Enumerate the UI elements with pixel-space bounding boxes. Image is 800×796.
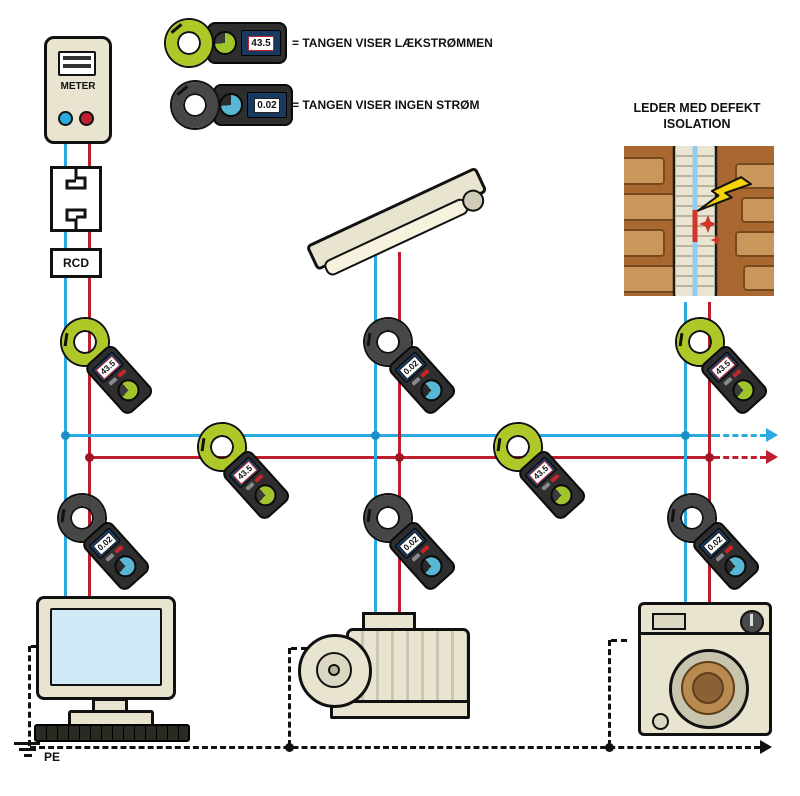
earth-ground-icon bbox=[24, 754, 32, 757]
washer-control-panel bbox=[641, 605, 769, 635]
wire-neutral-left-riser bbox=[64, 278, 67, 604]
clamp-dial-icon bbox=[213, 31, 237, 55]
meter-neutral-terminal bbox=[58, 111, 73, 126]
washer-detergent-drawer bbox=[652, 613, 686, 630]
pe-riser-motor bbox=[288, 648, 291, 746]
rcd-device: RCD bbox=[50, 248, 102, 278]
earth-ground-icon bbox=[19, 748, 36, 751]
motor-shaft-hub bbox=[328, 664, 340, 676]
defect-insulation-title: LEDER MED DEFEKT ISOLATION bbox=[633, 101, 761, 132]
clamp-jaw-icon bbox=[172, 82, 218, 128]
meter-label: METER bbox=[60, 81, 96, 92]
junction-dot bbox=[395, 453, 404, 462]
pe-stub bbox=[611, 639, 627, 642]
legend-label-leak-current: = TANGEN VISER LÆKSTRØMMEN bbox=[292, 36, 493, 50]
clamp-display: 43.5 bbox=[91, 351, 125, 384]
neutral-arrow-icon bbox=[766, 428, 778, 442]
clamp-reading: 43.5 bbox=[248, 35, 274, 51]
pe-stub bbox=[291, 647, 307, 650]
washer-filter-cap bbox=[652, 713, 669, 730]
clamp-jaw-icon bbox=[166, 20, 212, 66]
wire-neutral-bus bbox=[64, 434, 714, 437]
clamp-bus-right-section: 43.5 bbox=[485, 414, 592, 525]
wire-neutral-continuation bbox=[714, 434, 766, 437]
clamp-bus-left-section: 43.5 bbox=[189, 414, 296, 525]
meter-live-terminal bbox=[79, 111, 94, 126]
junction-dot bbox=[705, 453, 714, 462]
clamp-display: 0.02 bbox=[88, 527, 122, 560]
earth-ground-icon bbox=[14, 742, 40, 745]
washer-knob bbox=[740, 610, 764, 634]
wire-live-fuse-rcd bbox=[88, 230, 91, 250]
washer-door bbox=[669, 649, 749, 729]
washing-machine bbox=[638, 602, 772, 736]
fuse-breaker-symbol bbox=[50, 166, 102, 232]
spark-icon bbox=[710, 234, 722, 246]
wire-live-left-riser bbox=[88, 278, 91, 604]
clamp-display: 43.5 bbox=[241, 30, 281, 56]
junction-dot bbox=[681, 431, 690, 440]
clamp-display: 43.5 bbox=[706, 351, 740, 384]
motor-end-face bbox=[298, 634, 372, 708]
legend-clamp-no-current: 0.02 bbox=[172, 82, 293, 128]
junction-dot bbox=[85, 453, 94, 462]
wire-live-meter-fuse bbox=[88, 138, 91, 168]
pe-earth-line bbox=[30, 746, 760, 749]
pe-arrow-icon bbox=[760, 740, 772, 754]
keyboard bbox=[34, 724, 190, 742]
pe-label: PE bbox=[44, 750, 61, 764]
pe-junction-dot bbox=[285, 743, 294, 752]
pe-riser-washer bbox=[608, 640, 611, 746]
clamp-body: 0.02 bbox=[213, 84, 293, 126]
clamp-service-line-top: 43.5 bbox=[52, 309, 159, 420]
washer-drum bbox=[692, 672, 724, 704]
clamp-body: 43.5 bbox=[207, 22, 287, 64]
defect-insulation-picture bbox=[624, 146, 774, 296]
wire-neutral-fuse-rcd bbox=[64, 230, 67, 250]
clamp-washer-branch: 0.02 bbox=[659, 485, 766, 596]
clamp-dial-icon bbox=[219, 93, 243, 117]
clamp-lamp-branch: 0.02 bbox=[355, 309, 462, 420]
wire-neutral-meter-fuse bbox=[64, 138, 67, 168]
electricity-meter: METER bbox=[44, 36, 112, 144]
wire-live-center-riser bbox=[398, 252, 401, 630]
legend-label-no-current: = TANGEN VISER INGEN STRØM bbox=[292, 98, 480, 112]
clamp-motor-branch: 0.02 bbox=[355, 485, 462, 596]
motor-base bbox=[330, 700, 470, 719]
clamp-display: 0.02 bbox=[394, 351, 428, 384]
clamp-reading: 0.02 bbox=[254, 97, 280, 113]
legend-clamp-leak-current: 43.5 bbox=[166, 20, 287, 66]
clamp-display: 0.02 bbox=[247, 92, 287, 118]
junction-dot bbox=[371, 431, 380, 440]
motor-bearing-ring bbox=[316, 652, 352, 688]
clamp-display: 0.02 bbox=[698, 527, 732, 560]
monitor-screen bbox=[50, 608, 162, 686]
wire-neutral-right-riser bbox=[684, 302, 687, 608]
pe-junction-dot bbox=[605, 743, 614, 752]
washer-door-glass bbox=[681, 661, 735, 715]
clamp-display: 43.5 bbox=[228, 456, 262, 489]
wire-live-continuation bbox=[714, 456, 766, 459]
junction-dot bbox=[61, 431, 70, 440]
meter-display bbox=[58, 51, 96, 76]
live-arrow-icon bbox=[766, 450, 778, 464]
clamp-display: 43.5 bbox=[524, 456, 558, 489]
computer-monitor bbox=[36, 596, 176, 700]
pe-riser-computer bbox=[28, 646, 31, 746]
clamp-display: 0.02 bbox=[394, 527, 428, 560]
lamp-housing bbox=[305, 166, 488, 272]
spark-icon bbox=[699, 215, 717, 233]
lightning-bolt-icon bbox=[697, 176, 752, 212]
